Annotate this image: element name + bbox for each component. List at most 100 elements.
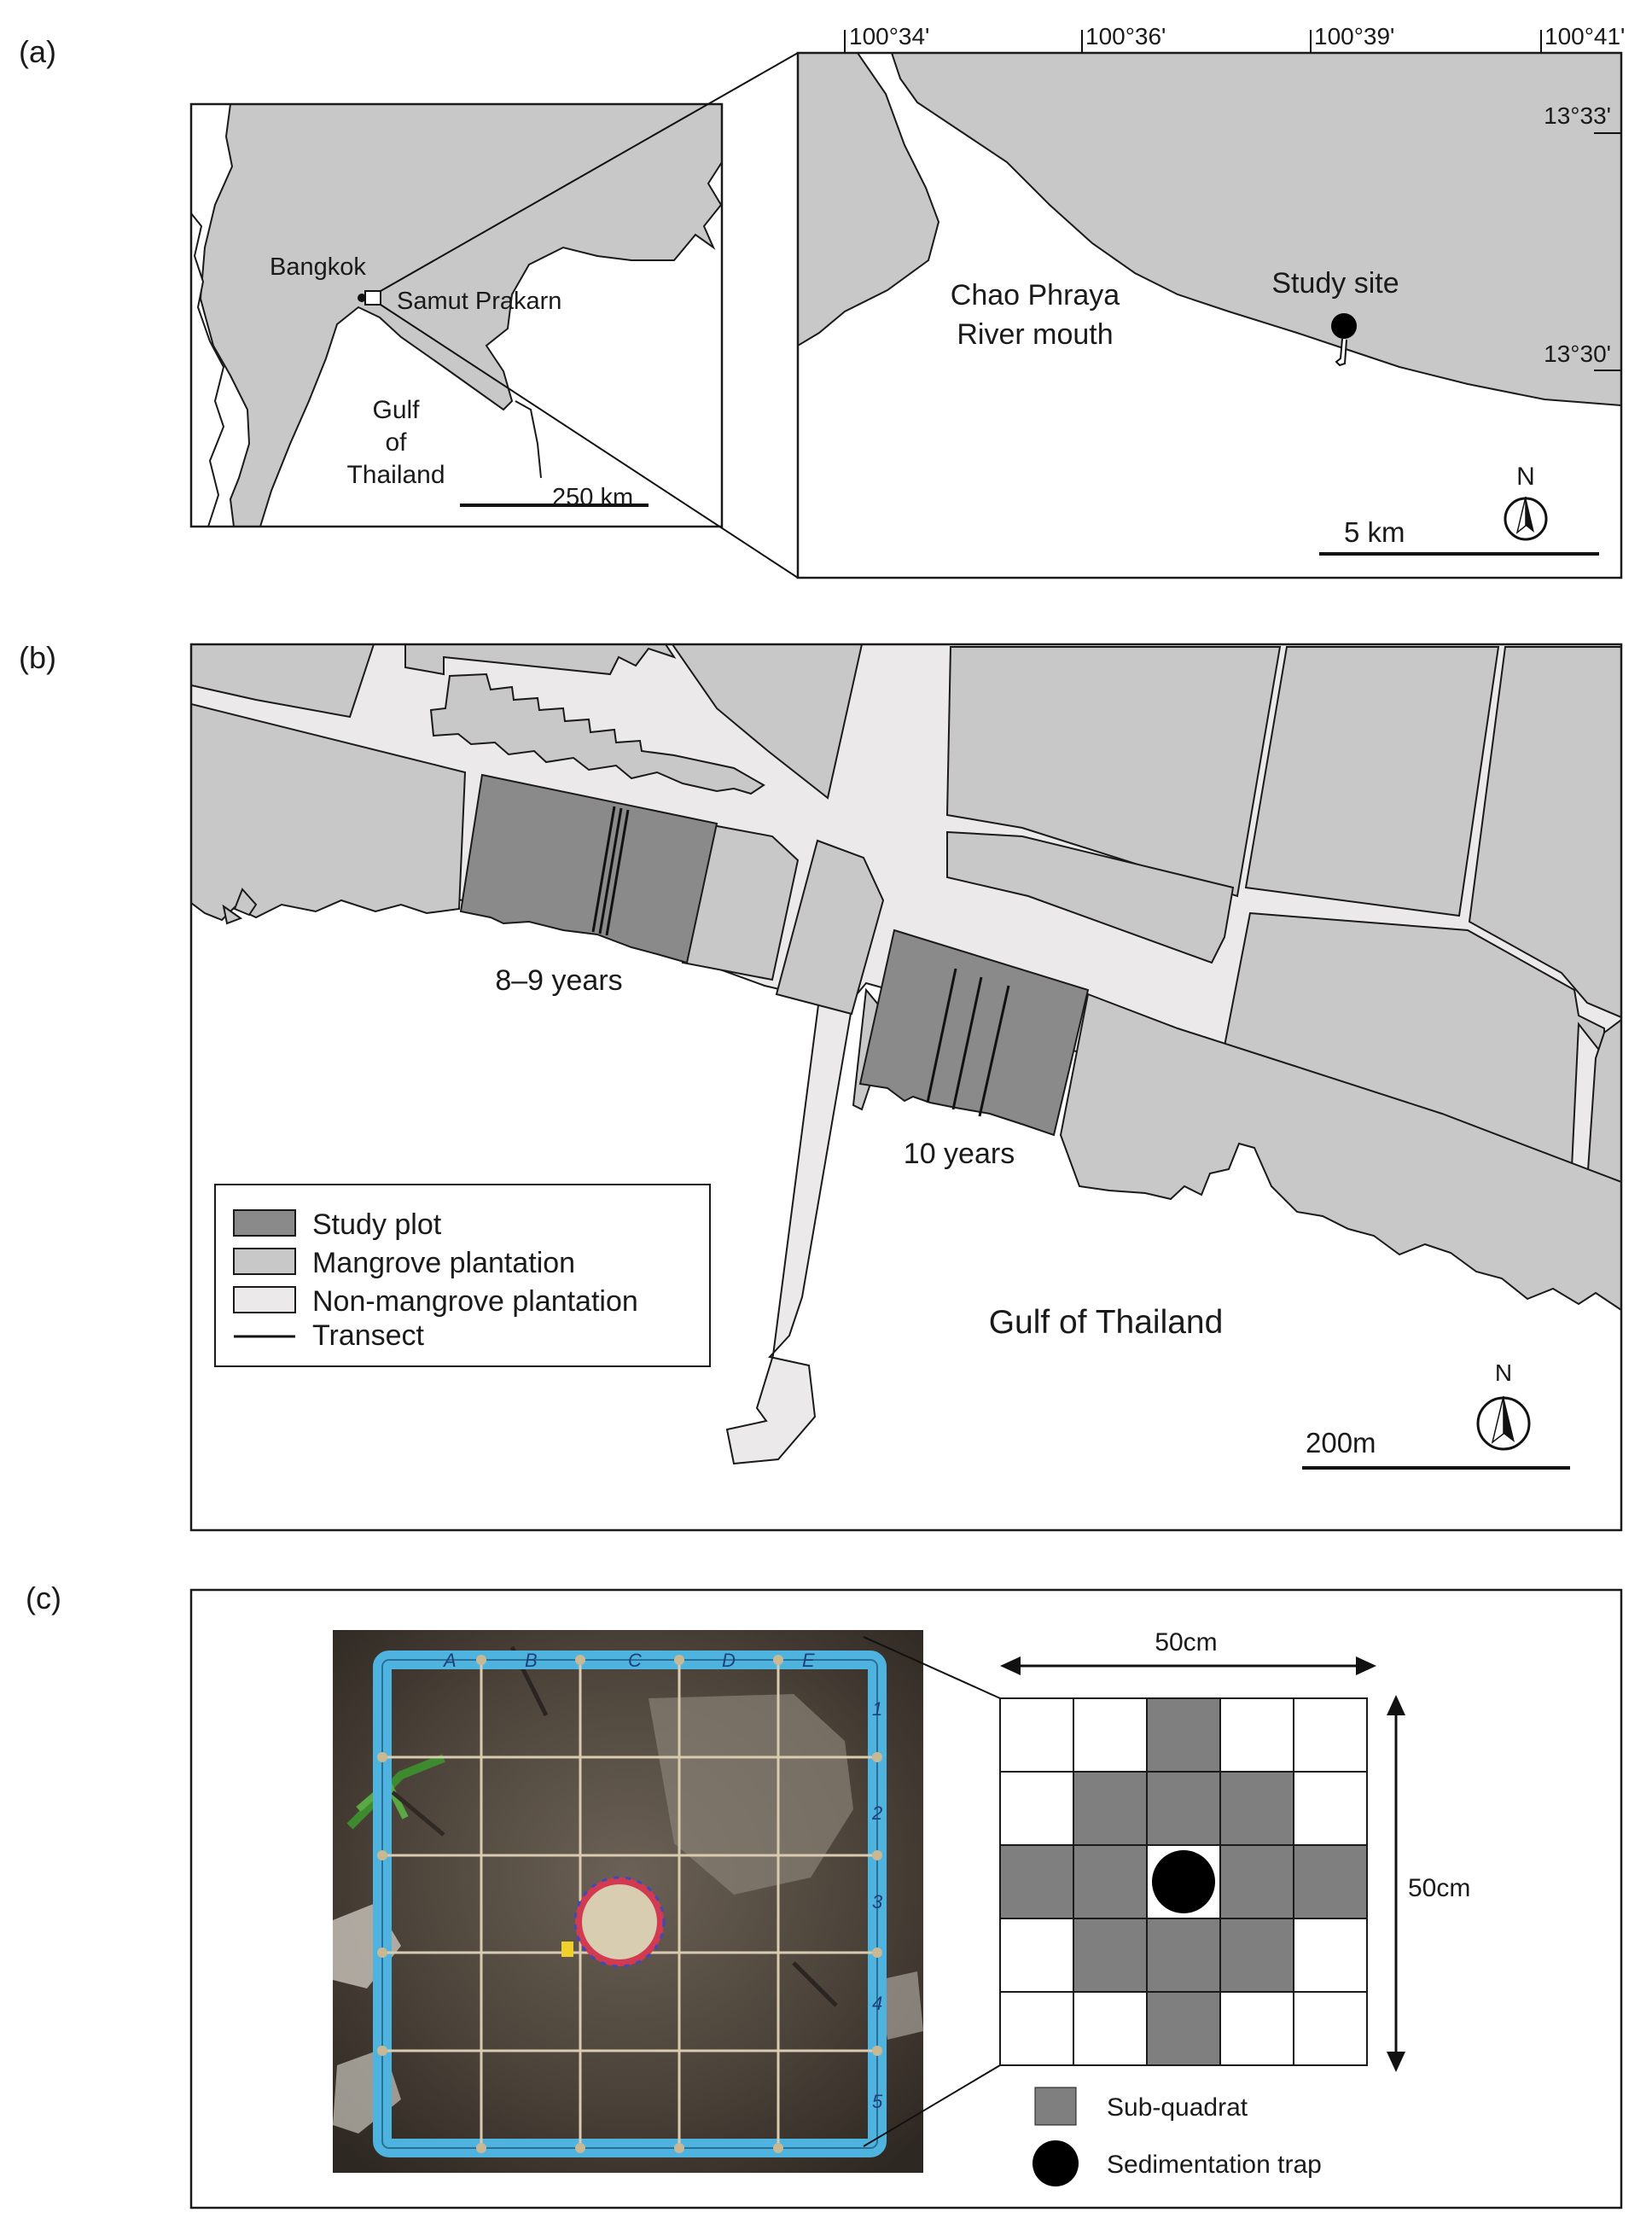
mangrove-block-n1: [404, 644, 677, 676]
detail-west-bank: [798, 53, 940, 347]
zoom-line-c-top: [863, 1636, 1001, 1699]
lon-label-4: 100°41': [1544, 23, 1625, 49]
sub-quadrat-cell: [1146, 1991, 1221, 2066]
transect-old-3: [605, 809, 630, 936]
legend-swatch-non-mangrove: [233, 1286, 296, 1313]
height-arrow-bottom: [1387, 2052, 1405, 2072]
mangrove-block-sw-small: [233, 888, 258, 917]
gulf-label: Gulf of Thailand: [989, 1304, 1224, 1341]
legend-subquadrat-label: Sub-quadrat: [1107, 2093, 1248, 2122]
sub-quadrat-cell: [1073, 1918, 1148, 1993]
photo-col-label-d: D: [722, 1650, 736, 1671]
quadrat-legend: Sub-quadrat Sedimentation trap: [1032, 2087, 1322, 2186]
transect-old-1: [591, 806, 616, 933]
height-dimension-label: 50cm: [1408, 1874, 1470, 1902]
photo-trap-ring: [573, 1876, 666, 1968]
bangkok-marker: [358, 294, 366, 302]
mangrove-block-n2: [671, 644, 864, 800]
young-plot-age-label: 10 years: [904, 1138, 1015, 1170]
photo-row-label-4: 4: [872, 1993, 882, 2014]
gulf-label-line3: Thailand: [346, 461, 445, 489]
sedimentation-trap-marker: [1152, 1850, 1215, 1913]
detail-scale-label: 5 km: [1344, 516, 1405, 548]
photo-row-label-2: 2: [871, 1802, 882, 1824]
panel-b: (b): [19, 640, 1623, 1532]
mangrove-block-c2: [775, 839, 885, 1016]
sub-quadrat-cell: [1146, 1918, 1221, 1993]
panel-a-label: (a): [19, 34, 56, 69]
transect-young-1: [926, 968, 957, 1103]
sub-quadrat-cell: [1073, 1844, 1148, 1919]
gulf-label-line2: of: [385, 428, 407, 457]
legend-swatch-study-plot: [233, 1209, 296, 1237]
transect-young-3: [978, 985, 1010, 1117]
grid-cell: [1293, 1697, 1368, 1773]
study-area-box: [364, 290, 381, 306]
width-arrow-right: [1356, 1656, 1376, 1675]
legend-swatch-trap: [1032, 2140, 1079, 2186]
legend-mangrove-label: Mangrove plantation: [312, 1247, 575, 1279]
lat-label-2: 13°30': [1544, 341, 1611, 367]
grid-cell: [1293, 1771, 1368, 1846]
river-label-line2: River mouth: [957, 318, 1113, 351]
seedling-leaf-1: [346, 1754, 445, 1830]
overview-map-frame: [189, 102, 724, 528]
sub-quadrat-cell: [999, 1844, 1074, 1919]
photo-trap-tag: [561, 1942, 573, 1957]
pvc-frame-edge: [381, 1659, 878, 2149]
photo-col-label-e: E: [802, 1650, 815, 1671]
foam-patch-right: [879, 1971, 923, 2040]
transects-old-plot: [591, 806, 630, 936]
root-1: [391, 1790, 445, 1837]
legend-trap-label: Sedimentation trap: [1107, 2151, 1322, 2179]
samut-prakarn-label: Samut Prakarn: [397, 288, 561, 315]
mangrove-block-compound: [429, 672, 765, 795]
sub-quadrat-cell: [1219, 1771, 1294, 1846]
detail-map: 100°34' 100°36' 100°39' 100°41' 13°33' 1…: [796, 23, 1625, 579]
detail-east-bank: [890, 53, 1621, 407]
mangrove-block-nw: [191, 644, 375, 719]
sub-quadrat-cell: [1219, 1918, 1294, 1993]
root-3: [792, 1961, 838, 2007]
photo-row-label-5: 5: [872, 2091, 883, 2112]
photo-col-label-c: C: [628, 1650, 642, 1671]
mangrove-block-s: [1059, 993, 1621, 1312]
water-puddle: [649, 1694, 853, 1895]
river-label-line1: Chao Phraya: [951, 279, 1120, 311]
grid-cell: [1219, 1697, 1294, 1773]
panel-c-label: (c): [26, 1581, 61, 1616]
grid-cell: [999, 1697, 1074, 1773]
photo-row-label-3: 3: [872, 1891, 883, 1913]
north-label-a: N: [1516, 463, 1535, 491]
detail-map-frame: [796, 51, 1623, 579]
grid-cell: [1073, 1991, 1148, 2066]
grid-cell: [999, 1918, 1074, 1993]
mangrove-block-w: [191, 702, 467, 922]
photo-sediment-trap: [575, 1878, 664, 1966]
sub-quadrat-cell: [1293, 1844, 1368, 1919]
old-plot-age-label: 8–9 years: [495, 964, 622, 997]
study-site-marker: [1331, 313, 1357, 339]
lon-label-1: 100°34': [849, 23, 929, 49]
grid-cell: [1293, 1918, 1368, 1993]
overview-map: Bangkok Samut Prakarn Gulf of Thailand 2…: [189, 102, 724, 528]
legend-non-mangrove-label: Non-mangrove plantation: [312, 1285, 638, 1318]
mangrove-block-ne3: [1468, 646, 1621, 1019]
transect-old-2: [598, 807, 623, 934]
overview-coast-south: [515, 400, 542, 479]
legend-transect-label: Transect: [312, 1319, 425, 1352]
quadrat-schematic-grid: [999, 1697, 1368, 2066]
panel-a: (a) Bangkok Samut Prakarn Gulf of Thaila…: [19, 23, 1625, 579]
site-map-legend: Study plot Mangrove plantation Non-mangr…: [214, 1184, 711, 1367]
grid-cell: [1293, 1991, 1368, 2066]
width-arrow-left: [1000, 1656, 1021, 1675]
sub-quadrat-cell: [1219, 1844, 1294, 1919]
grid-cell: [999, 1771, 1074, 1846]
legend-frame: [214, 1184, 711, 1367]
sub-quadrat-cell: [1146, 1697, 1221, 1773]
north-arrow-icon: [1504, 496, 1548, 541]
north-arrow-icon-b: [1476, 1395, 1531, 1451]
mangrove-block-e1: [946, 830, 1235, 964]
quadrat-photo: A B C D E 1 2 3 4 5: [333, 1630, 923, 2173]
grid-cell: [999, 1991, 1074, 2066]
